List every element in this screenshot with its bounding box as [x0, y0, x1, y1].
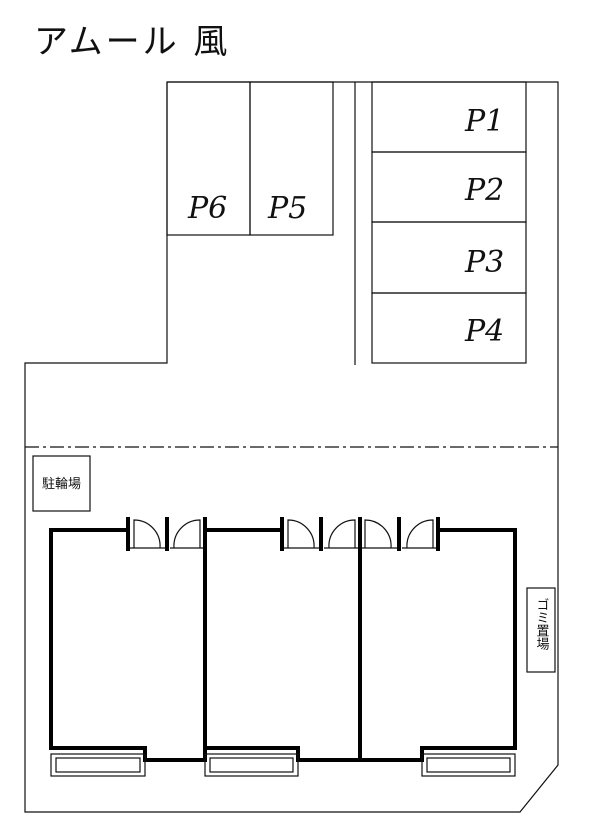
building-walls — [49, 528, 517, 762]
bicycle-parking-label: 駐輪場 — [42, 476, 81, 492]
garbage-area-box — [526, 587, 556, 673]
parking-label-p4: P4 — [464, 314, 504, 349]
garbage-area-label: ゴミ置場 — [534, 598, 550, 650]
site-boundary — [24, 81, 559, 813]
parking-label-p5: P5 — [267, 191, 307, 226]
parking-space-p4 — [371, 292, 527, 364]
parking-label-p6: P6 — [187, 191, 227, 226]
door-swings — [130, 519, 436, 549]
door-posts — [126, 517, 440, 551]
parking-label-p2: P2 — [464, 173, 504, 208]
building-title: アムール 風 — [34, 22, 231, 62]
parking-group-left — [166, 81, 334, 236]
parking-label-p1: P1 — [464, 104, 504, 139]
bicycle-parking-box — [32, 455, 91, 512]
parking-space-p5 — [249, 81, 334, 236]
balconies — [50, 753, 516, 777]
parking-label-p3: P3 — [464, 245, 504, 280]
parking-group-right — [371, 81, 527, 364]
